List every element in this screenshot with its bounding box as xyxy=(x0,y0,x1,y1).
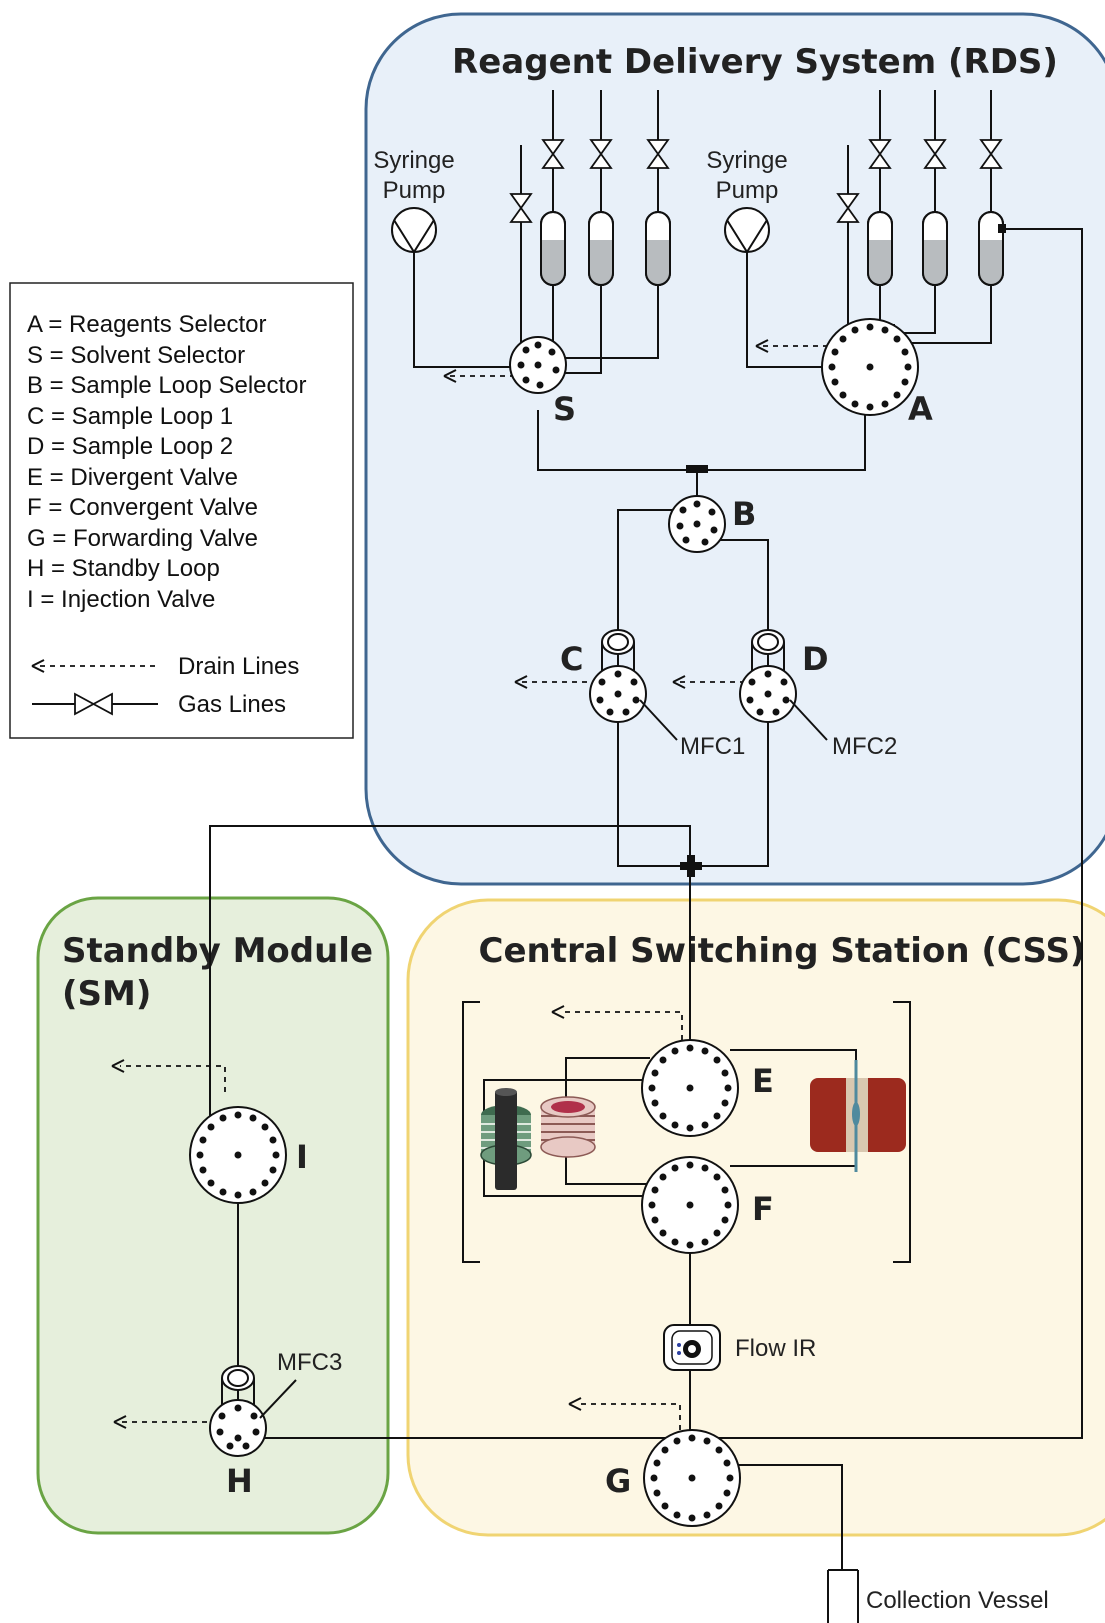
packed-column-icon xyxy=(480,1088,532,1190)
gas-valve-icon xyxy=(509,193,533,223)
mfc2-label: MFC2 xyxy=(832,733,897,760)
valve-A-label: A xyxy=(908,390,933,428)
legend-item: I = Injection Valve xyxy=(27,586,215,613)
css-title: Central Switching Station (CSS) xyxy=(479,931,1086,971)
legend-item: G = Forwarding Valve xyxy=(27,525,258,552)
valve-D-label: D xyxy=(802,640,829,678)
reagent-bottle-icon xyxy=(645,211,671,286)
gas-valve-icon xyxy=(541,139,565,169)
valve-F-label: F xyxy=(752,1190,774,1228)
mfc1-label: MFC1 xyxy=(680,733,745,760)
legend: A = Reagents Selector S = Solvent Select… xyxy=(9,282,354,739)
syringe-pump-2-label: Syringe xyxy=(706,147,787,174)
reagent-bottle-icon xyxy=(922,211,948,286)
selector-valve-icon xyxy=(189,1106,287,1204)
syringe-pump-1-label: Syringe xyxy=(373,147,454,174)
sm-title-line1: Standby Module xyxy=(62,931,373,971)
legend-item: D = Sample Loop 2 xyxy=(27,433,233,460)
syringe-pump-1-label-2: Pump xyxy=(383,177,446,204)
valve-E-label: E xyxy=(752,1062,774,1100)
reagent-bottle-icon xyxy=(867,211,893,286)
gas-line-legend-icon xyxy=(32,692,158,716)
gas-valve-icon xyxy=(589,139,613,169)
syringe-pump-icon xyxy=(724,207,770,254)
valve-D: D MFC2 xyxy=(739,629,897,760)
reagent-bottles xyxy=(540,211,1006,286)
gas-valves xyxy=(509,139,1003,223)
valve-S: S xyxy=(509,336,576,428)
valve-B: B xyxy=(668,495,756,553)
selector-valve-icon xyxy=(589,665,647,723)
selector-valve-icon xyxy=(643,1429,741,1527)
gas-valve-icon xyxy=(923,139,947,169)
selector-valve-icon xyxy=(821,318,919,416)
legend-drain-label: Drain Lines xyxy=(178,653,299,680)
drain-lines xyxy=(111,339,830,1430)
rds-title: Reagent Delivery System (RDS) xyxy=(452,42,1058,82)
selector-valve-icon xyxy=(641,1156,739,1254)
reagent-bottle-icon xyxy=(588,211,614,286)
syringe-pump-2: Syringe Pump xyxy=(706,147,788,254)
valve-H: MFC3 H xyxy=(209,1349,342,1500)
legend-gas-label: Gas Lines xyxy=(178,691,286,718)
chip-reactor-icon xyxy=(810,1060,906,1172)
selector-valve-icon xyxy=(739,665,797,723)
valve-G: G xyxy=(605,1429,741,1527)
valve-F: F xyxy=(641,1156,774,1254)
valve-C-label: C xyxy=(560,640,583,678)
selector-valve-icon xyxy=(509,336,567,394)
valve-S-label: S xyxy=(553,390,576,428)
gas-valve-icon xyxy=(868,139,892,169)
tee-junction xyxy=(686,465,708,473)
legend-item: E = Divergent Valve xyxy=(27,464,238,491)
valve-I: I xyxy=(189,1106,308,1204)
valve-B-label: B xyxy=(732,495,756,533)
valve-H-label: H xyxy=(226,1462,253,1500)
legend-item: B = Sample Loop Selector xyxy=(27,372,307,399)
legend-item: F = Convergent Valve xyxy=(27,494,258,521)
syringe-pump-2-label-2: Pump xyxy=(716,177,779,204)
coil-reactor-icon xyxy=(540,1096,596,1158)
selector-valve-icon xyxy=(209,1399,267,1457)
flow-ir-label: Flow IR xyxy=(735,1335,816,1362)
selector-valve-icon xyxy=(641,1039,739,1137)
syringe-pump-icon xyxy=(391,207,437,254)
gas-valve-icon xyxy=(646,139,670,169)
reagent-bottle-icon xyxy=(540,211,566,286)
mfc3-label: MFC3 xyxy=(277,1349,342,1376)
sample-loop-coil-icon xyxy=(751,629,785,690)
valve-I-label: I xyxy=(296,1138,308,1176)
valve-E: E xyxy=(641,1039,774,1137)
legend-item: A = Reagents Selector xyxy=(27,311,266,338)
legend-item: S = Solvent Selector xyxy=(27,342,245,369)
reagent-bottle-icon xyxy=(978,211,1006,286)
gas-valve-icon xyxy=(979,139,1003,169)
collection-vessel-icon xyxy=(827,1569,859,1623)
syringe-pump-1: Syringe Pump xyxy=(373,147,455,254)
valve-A: A xyxy=(821,318,933,428)
legend-item: H = Standby Loop xyxy=(27,555,220,582)
sm-title-line2: (SM) xyxy=(62,974,151,1014)
legend-item: C = Sample Loop 1 xyxy=(27,403,233,430)
sm-module-box xyxy=(36,896,390,1535)
flow-ir-cell-icon xyxy=(663,1324,721,1371)
collection-vessel-label: Collection Vessel xyxy=(866,1587,1049,1614)
valve-G-label: G xyxy=(605,1462,631,1500)
valve-C: C MFC1 xyxy=(560,629,745,760)
selector-valve-icon xyxy=(668,495,726,553)
gas-valve-icon xyxy=(836,193,860,223)
